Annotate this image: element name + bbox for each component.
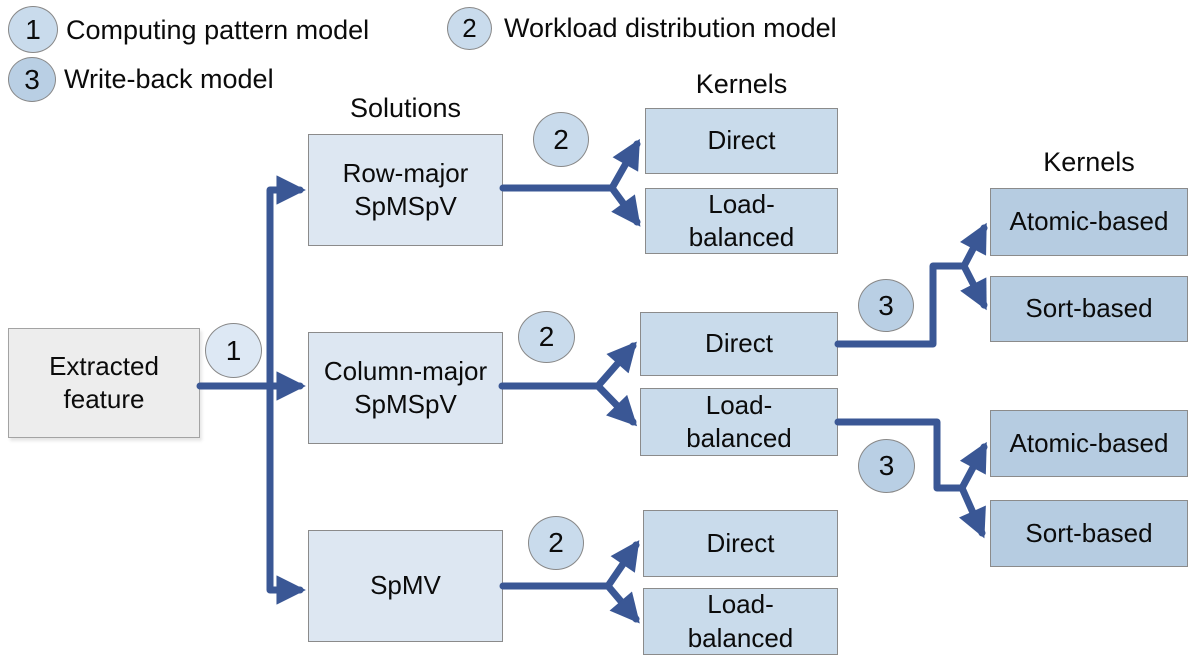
legend-marker-2-circle: 2 (447, 7, 492, 50)
node-label: Row-major SpMSpV (342, 157, 469, 221)
marker-number: 1 (225, 334, 242, 366)
node-spmv-load-balanced: Load- balanced (643, 588, 838, 655)
edge-load-balanced-to-sort (958, 484, 986, 539)
marker-2-column-major: 2 (518, 311, 575, 363)
edge-row-major-to-direct (608, 138, 641, 192)
legend-marker-1-circle: 1 (8, 6, 58, 53)
node-label: Direct (707, 125, 776, 156)
edge-direct-to-atomic (960, 222, 988, 270)
node-label: Atomic-based (1009, 427, 1169, 458)
node-load-balanced-sort-based: Sort-based (990, 500, 1188, 567)
node-label: Sort-based (1025, 293, 1153, 324)
node-label: Load- balanced (687, 589, 794, 653)
node-label: Column-major SpMSpV (323, 355, 488, 419)
node-label: Direct (706, 527, 775, 558)
edge-direct-to-sort (960, 262, 988, 311)
node-label: Sort-based (1025, 517, 1153, 548)
edge-load-balanced-to-atomic (958, 441, 988, 492)
legend-label-computing-pattern: Computing pattern model (66, 15, 370, 45)
node-column-major-direct: Direct (640, 312, 838, 376)
node-direct-sort-based: Sort-based (990, 276, 1188, 342)
marker-number: 3 (878, 450, 895, 481)
marker-2-row-major: 2 (533, 112, 589, 167)
node-label: SpMV (370, 570, 441, 601)
marker-number: 3 (878, 289, 894, 321)
node-column-major-spmspv: Column-major SpMSpV (308, 332, 503, 444)
edge-column-major-to-load-balanced (594, 382, 638, 427)
legend-marker-1-number: 1 (25, 13, 41, 45)
node-load-balanced-atomic-based: Atomic-based (990, 410, 1188, 477)
edge-spmv-to-direct (604, 540, 640, 590)
edge-trunk-to-spmv (266, 382, 306, 605)
edge-column-major-to-direct (594, 341, 637, 390)
node-label: Load- balanced (688, 188, 795, 252)
node-label: Atomic-based (1009, 206, 1169, 237)
marker-number: 2 (553, 123, 569, 155)
marker-3-direct: 3 (858, 279, 914, 332)
edge-spmv-to-load-balanced (604, 582, 640, 624)
edge-row-major-to-load-balanced (608, 184, 641, 227)
node-label: Direct (705, 328, 773, 359)
marker-number: 2 (538, 321, 555, 352)
node-row-major-spmspv: Row-major SpMSpV (308, 134, 503, 246)
node-row-major-load-balanced: Load- balanced (645, 188, 838, 254)
marker-1-computing-pattern: 1 (205, 323, 262, 378)
header-kernels-top: Kernels (695, 69, 788, 99)
legend-marker-3-circle: 3 (8, 57, 56, 102)
legend-marker-3-number: 3 (24, 63, 40, 95)
marker-3-load-balanced: 3 (858, 439, 915, 493)
legend-marker-2-number: 2 (462, 13, 477, 43)
node-column-major-load-balanced: Load- balanced (640, 388, 838, 456)
node-direct-atomic-based: Atomic-based (990, 188, 1188, 256)
node-spmv: SpMV (308, 530, 503, 642)
node-extracted-feature: Extracted feature (8, 328, 200, 438)
marker-number: 2 (548, 527, 564, 558)
node-spmv-direct: Direct (643, 510, 838, 577)
edge-trunk-to-row-major (266, 175, 306, 390)
node-row-major-direct: Direct (645, 108, 838, 174)
legend-label-workload-distribution: Workload distribution model (504, 13, 837, 43)
header-solutions: Solutions (349, 93, 462, 123)
legend-label-write-back: Write-back model (64, 64, 274, 94)
marker-2-spmv: 2 (528, 516, 584, 570)
header-kernels-right: Kernels (1043, 147, 1135, 177)
node-label: Extracted feature (49, 350, 159, 414)
node-label: Load- balanced (686, 389, 792, 453)
